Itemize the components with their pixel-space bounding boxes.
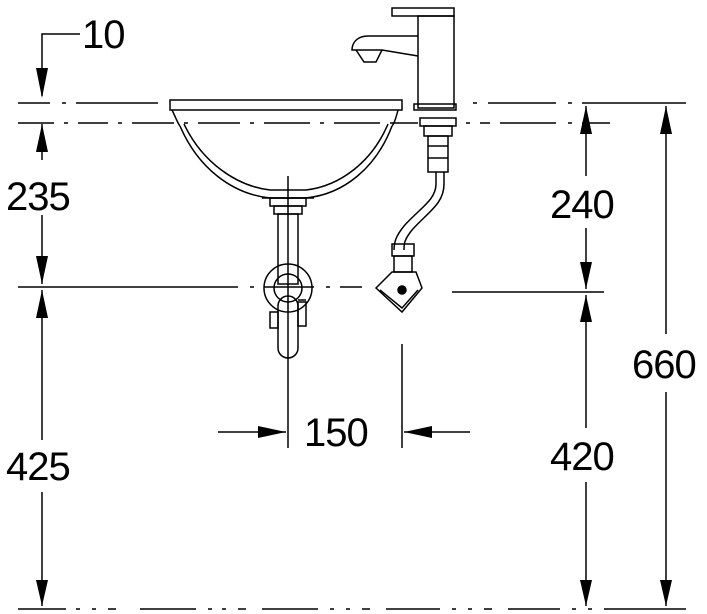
angle-valve bbox=[374, 243, 423, 314]
label-660: 660 bbox=[632, 343, 696, 387]
sink-basin bbox=[169, 99, 403, 199]
dimension-660 bbox=[660, 106, 672, 606]
label-420: 420 bbox=[550, 435, 614, 479]
dimension-150 bbox=[218, 176, 470, 448]
flex-hose bbox=[393, 172, 445, 251]
label-235: 235 bbox=[6, 175, 70, 219]
dimension-425 bbox=[36, 290, 48, 606]
dimension-10 bbox=[36, 33, 80, 160]
dimension-240 bbox=[580, 106, 592, 289]
label-10: 10 bbox=[82, 13, 125, 57]
label-425: 425 bbox=[6, 445, 70, 489]
dimension-235 bbox=[36, 215, 48, 284]
label-240: 240 bbox=[550, 183, 614, 227]
waste-centerline bbox=[18, 286, 604, 293]
faucet bbox=[351, 7, 457, 173]
waste-trap bbox=[263, 197, 313, 359]
dimension-420 bbox=[580, 295, 592, 606]
label-150: 150 bbox=[304, 411, 368, 455]
